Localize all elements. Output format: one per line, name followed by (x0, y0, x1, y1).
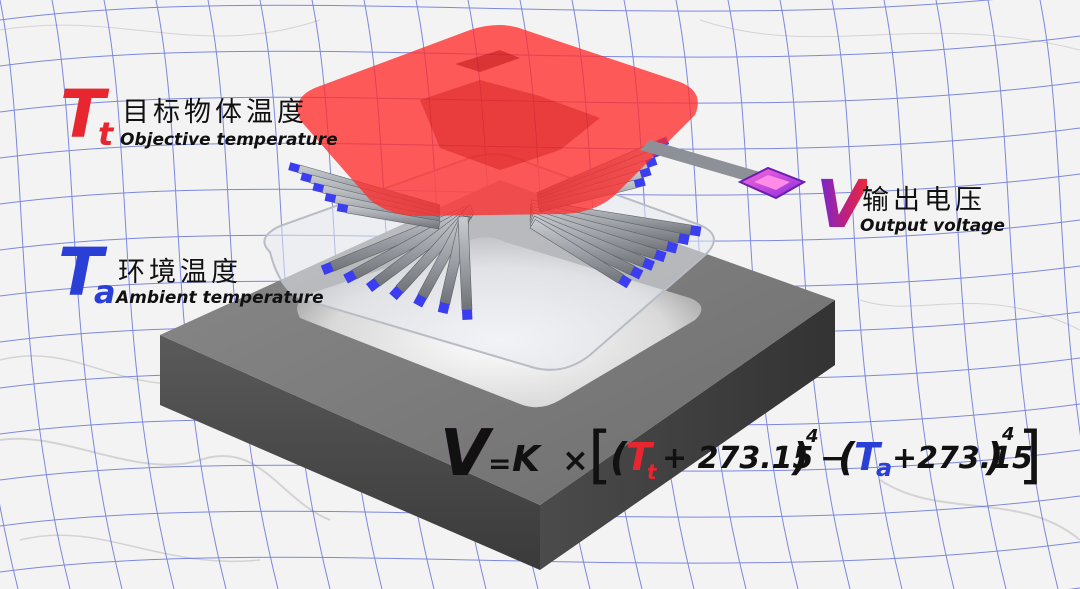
output-pad (640, 140, 807, 200)
grid-line (103, 0, 175, 589)
formula-ta-subscript: a (876, 454, 893, 482)
voltage-formula: V = K × [ ( T t + 273.15 ) 4 − ( T a +27… (440, 417, 1043, 510)
cold-junction (618, 274, 632, 289)
formula-ta: T (854, 435, 880, 479)
formula-tt-subscript: t (647, 460, 657, 484)
grid-line (51, 0, 123, 589)
formula-right-bracket: ] (1018, 418, 1043, 491)
objective-subscript: t (98, 115, 114, 153)
cold-junction (690, 225, 702, 237)
cold-junction (678, 233, 690, 245)
formula-right-paren-2: ) (986, 435, 1004, 479)
objective-en-text: Objective temperature (120, 130, 338, 150)
grid-line (987, 0, 1059, 589)
grid-line (727, 0, 799, 589)
cold-junction (343, 270, 357, 284)
cold-junction (654, 249, 667, 263)
cold-junction (634, 177, 646, 188)
grid-line (155, 0, 227, 589)
grid-line (779, 0, 851, 589)
cold-junction (437, 302, 450, 314)
cold-junction (413, 294, 427, 308)
cold-junction (666, 241, 679, 254)
grid-line (0, 0, 71, 589)
thermopile-bar (346, 204, 441, 230)
grid-line (883, 0, 955, 589)
output-cn-text: 输出电压 (862, 185, 986, 216)
formula-right-paren-1: ) (792, 435, 810, 479)
cold-junction (639, 167, 652, 178)
absorber-plate (297, 25, 698, 216)
cold-junction (366, 278, 380, 292)
grid-line (207, 0, 279, 589)
cold-junction (324, 192, 336, 203)
objective-symbol: T (60, 76, 106, 153)
formula-tt: T (626, 435, 652, 479)
ambient-en-text: Ambient temperature (116, 288, 324, 308)
grid-line (0, 0, 994, 21)
objective-cn-text: 目标物体温度 (122, 97, 308, 128)
ambient-subscript: a (94, 273, 116, 311)
grid-line (935, 0, 1007, 589)
formula-minus: − (820, 441, 846, 476)
cold-junction (300, 172, 312, 183)
formula-exponent-1: 4 (806, 426, 819, 447)
cold-junction (462, 309, 473, 320)
output-voltage-label: V 输出电压 Output voltage (816, 172, 1056, 252)
grid-line (831, 0, 903, 589)
grid-line (1039, 0, 1080, 436)
ambient-temperature-label: T a 环境温度 Ambient temperature (58, 240, 378, 320)
formula-constant-2: +273.15 (892, 441, 1033, 476)
cold-junction (642, 257, 656, 271)
cold-junction (320, 262, 334, 276)
voltage-symbol: V (816, 166, 868, 243)
formula-left-paren-1: ( (610, 435, 628, 479)
cold-junction (288, 162, 300, 173)
formula-left-bracket: [ (588, 418, 613, 491)
formula-exponent-2: 4 (1002, 424, 1015, 445)
ambient-symbol: T (58, 234, 104, 311)
output-en-text: Output voltage (860, 216, 1005, 236)
cold-junction (336, 203, 348, 213)
cold-junction (312, 182, 324, 193)
formula-v: V (440, 417, 490, 491)
formula-constant-1: + 273.15 (662, 441, 814, 476)
formula-times: × (562, 441, 589, 479)
objective-temperature-label: T t 目标物体温度 Objective temperature (60, 82, 380, 162)
thermopile-bar (351, 206, 474, 280)
cold-junction (389, 286, 404, 301)
formula-left-paren-2: ( (838, 435, 856, 479)
formula-k: K (512, 439, 540, 480)
cold-junction (630, 266, 644, 280)
formula-equals: = (488, 447, 512, 480)
grid-line (0, 541, 1080, 573)
ambient-cn-text: 环境温度 (118, 257, 242, 288)
